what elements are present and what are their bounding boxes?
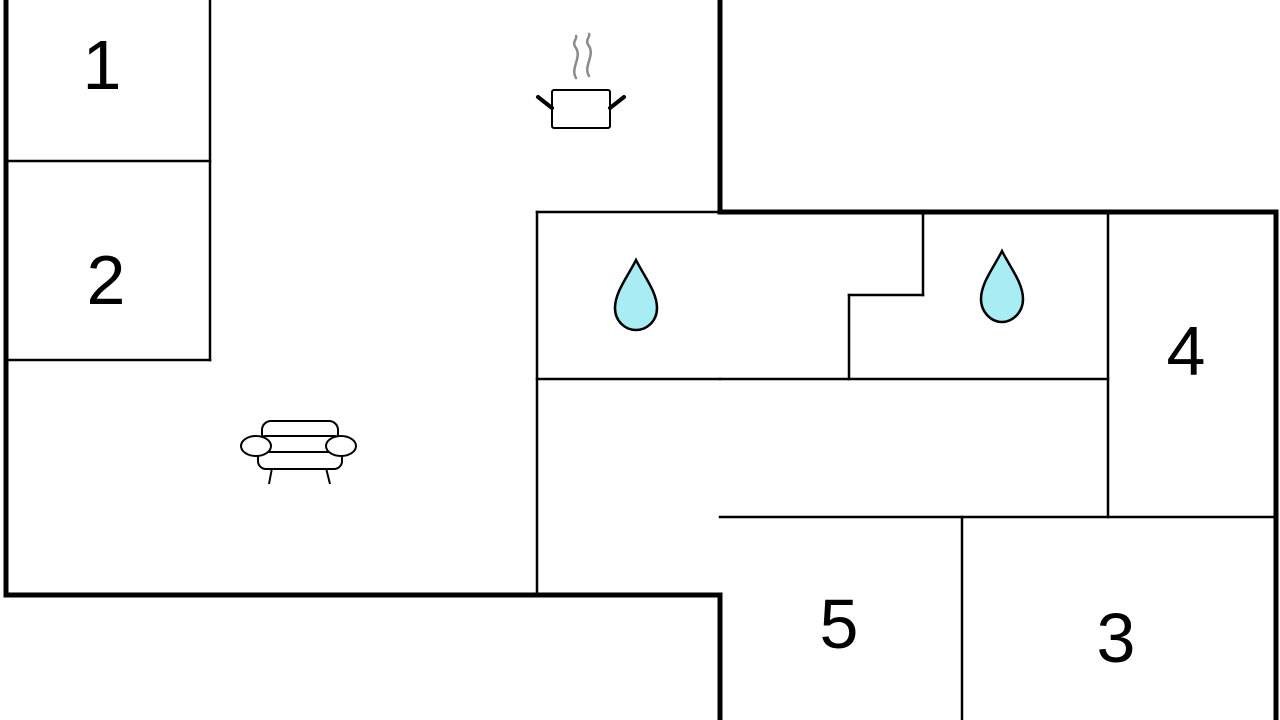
room-4-label: 4 xyxy=(1167,312,1206,390)
room-3-label: 3 xyxy=(1097,599,1136,677)
water-drop-icon xyxy=(613,257,659,332)
exterior-walls xyxy=(3,0,1279,720)
room-1-label: 1 xyxy=(83,26,122,104)
room-2-label: 2 xyxy=(87,241,126,319)
interior-walls xyxy=(4,0,1278,720)
water-drop-icon xyxy=(979,248,1025,324)
cooking-pot-icon xyxy=(536,32,626,129)
room-5-label: 5 xyxy=(820,585,859,663)
sofa-icon xyxy=(240,420,357,485)
